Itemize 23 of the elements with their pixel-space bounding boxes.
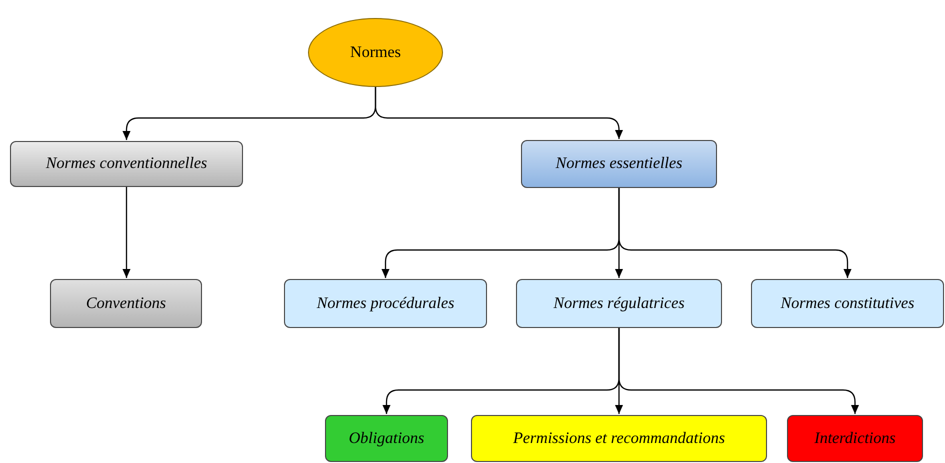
process-box (10, 141, 243, 187)
process-box (787, 415, 923, 462)
arrow (374, 87, 623, 139)
node-label: Normes (350, 42, 401, 62)
arrow (618, 188, 852, 278)
process-box (516, 279, 722, 328)
process-box (325, 415, 448, 462)
process-box (751, 279, 944, 328)
node-label: Interdictions (814, 428, 896, 448)
node-label: Normes régulatrices (553, 294, 685, 314)
node-label: Permissions et recommandations (513, 428, 725, 448)
arrow (122, 187, 130, 278)
node-label: Normes conventionnelles (46, 154, 208, 174)
node-label: Normes essentielles (556, 154, 682, 174)
node-label: Conventions (86, 294, 166, 314)
process-box (471, 415, 767, 462)
node-label: Obligations (348, 428, 424, 448)
arrow (618, 328, 859, 414)
process-box (521, 140, 717, 188)
process-box (50, 279, 202, 328)
process-box (284, 279, 487, 328)
node-label: Normes procédurales (316, 294, 454, 314)
node-label: Normes constitutives (780, 294, 914, 314)
